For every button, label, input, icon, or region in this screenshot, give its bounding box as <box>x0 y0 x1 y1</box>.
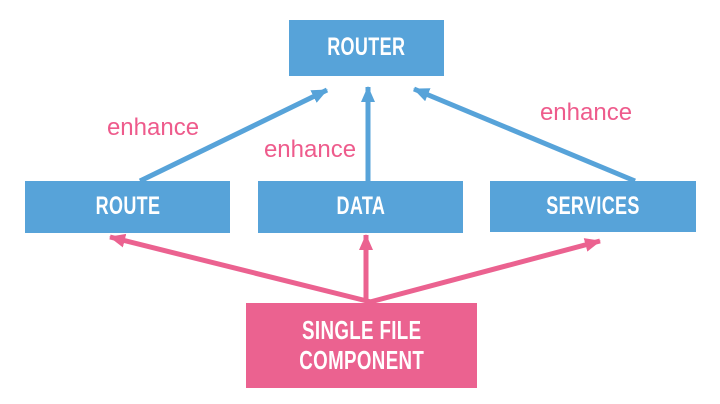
node-services-label: SERVICES <box>546 191 640 220</box>
node-router-label: ROUTER <box>327 33 406 62</box>
node-data-label: DATA <box>336 192 385 221</box>
node-data: DATA <box>258 181 463 233</box>
enhance-label-right: enhance <box>539 99 633 126</box>
node-services: SERVICES <box>490 181 696 232</box>
node-router: ROUTER <box>289 20 444 76</box>
node-route: ROUTE <box>25 181 230 233</box>
arrow-route-to-router <box>138 87 329 184</box>
node-single-file-component: SINGLE FILE COMPONENT <box>246 303 477 388</box>
enhance-label-left: enhance <box>106 114 200 141</box>
enhance-label-middle: enhance <box>263 136 357 163</box>
arrow-single-file-component-to-route <box>109 233 372 305</box>
arrow-single-file-component-to-services <box>369 238 601 305</box>
node-route-label: ROUTE <box>95 192 160 221</box>
node-single-file-component-label: SINGLE FILE COMPONENT <box>299 315 424 375</box>
arrow-services-to-router <box>413 86 636 184</box>
